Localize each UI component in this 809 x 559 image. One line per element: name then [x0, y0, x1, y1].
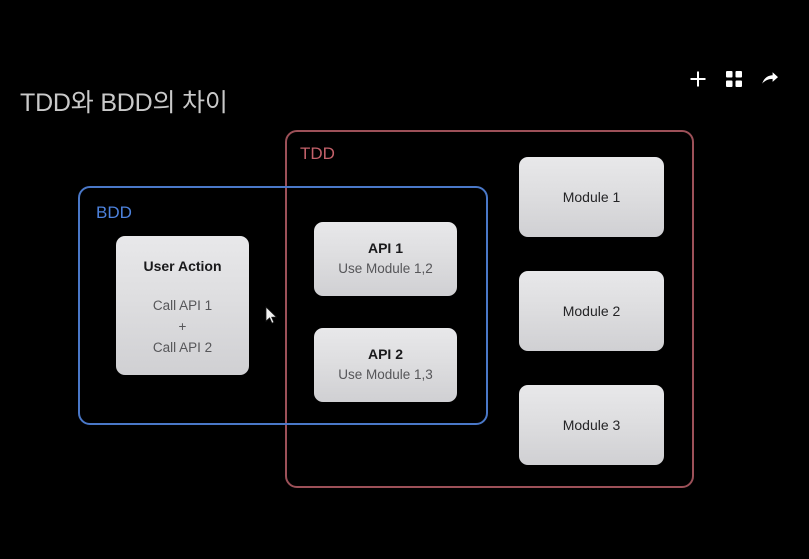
share-icon[interactable] [759, 68, 781, 90]
card-user-action-line-3: Call API 2 [152, 340, 213, 356]
card-api-1[interactable]: API 1 Use Module 1,2 [314, 222, 457, 296]
card-user-action-body: Call API 1 + Call API 2 [153, 297, 212, 358]
card-api-2[interactable]: API 2 Use Module 1,3 [314, 328, 457, 402]
card-module-3[interactable]: Module 3 [519, 385, 664, 465]
card-user-action-line-1: Call API 1 [152, 297, 213, 313]
grid-icon[interactable] [723, 68, 745, 90]
group-box-tdd[interactable] [285, 130, 694, 488]
card-api-2-title: API 2 [367, 345, 403, 362]
card-module-2[interactable]: Module 2 [519, 271, 664, 351]
group-label-bdd: BDD [96, 203, 132, 222]
card-user-action-line-2: + [178, 319, 187, 335]
card-module-3-title: Module 3 [562, 417, 621, 433]
card-api-2-subtitle: Use Module 1,3 [338, 366, 433, 382]
group-label-tdd: TDD [300, 144, 335, 163]
add-icon[interactable] [687, 68, 709, 90]
page-title: TDD와 BDD의 차이 [20, 89, 228, 117]
card-api-1-title: API 1 [367, 239, 403, 256]
card-module-1[interactable]: Module 1 [519, 157, 664, 237]
card-api-1-subtitle: Use Module 1,2 [338, 260, 433, 276]
card-module-2-title: Module 2 [562, 303, 621, 319]
card-user-action-title: User Action [143, 258, 222, 274]
group-box-bdd[interactable] [78, 186, 488, 425]
card-user-action[interactable]: User Action Call API 1 + Call API 2 [116, 236, 249, 375]
card-module-1-title: Module 1 [562, 189, 621, 205]
toolbar [687, 68, 781, 90]
